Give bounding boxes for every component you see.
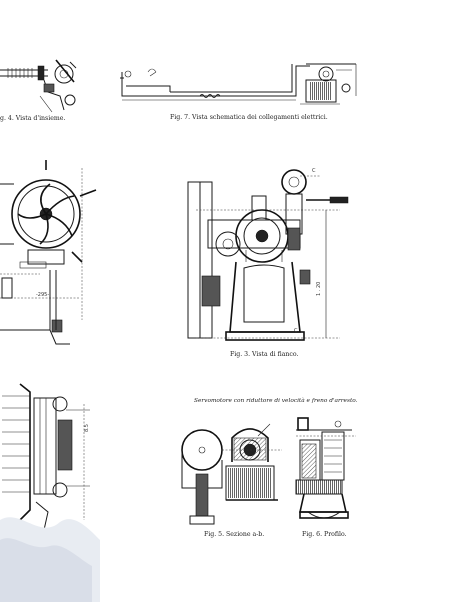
svg-text:C: C — [294, 328, 298, 334]
fig2-handwheel-drawing: -295- — [0, 160, 97, 345]
fig6-caption: Fig. 6. Profilo. — [302, 531, 347, 538]
servomotor-caption: Servomotore con riduttore di velocità e … — [194, 398, 358, 404]
fig3-side-view-drawing: 1 . 20 C C — [187, 168, 349, 341]
fig5-caption: Fig. 5. Sezione a-b. — [204, 531, 265, 538]
fig3-caption: Fig. 3. Vista di fianco. — [230, 351, 299, 358]
fig5-section-drawing — [181, 423, 282, 525]
fig1-front-view-drawing: 8.5 — [0, 383, 100, 602]
fig4-fragment-drawing — [0, 59, 77, 113]
fig4-caption: g. 4. Vista d'insieme. — [0, 115, 66, 122]
svg-text:8.5: 8.5 — [84, 424, 90, 432]
svg-text:-295-: -295- — [36, 292, 49, 298]
svg-text:C: C — [312, 168, 316, 174]
svg-text:1 . 20: 1 . 20 — [316, 282, 322, 296]
fig6-profile-drawing — [295, 417, 356, 519]
fig7-caption: Fig. 7. Vista schematica dei collegament… — [170, 114, 328, 121]
fig7-schematic-drawing — [120, 63, 357, 105]
